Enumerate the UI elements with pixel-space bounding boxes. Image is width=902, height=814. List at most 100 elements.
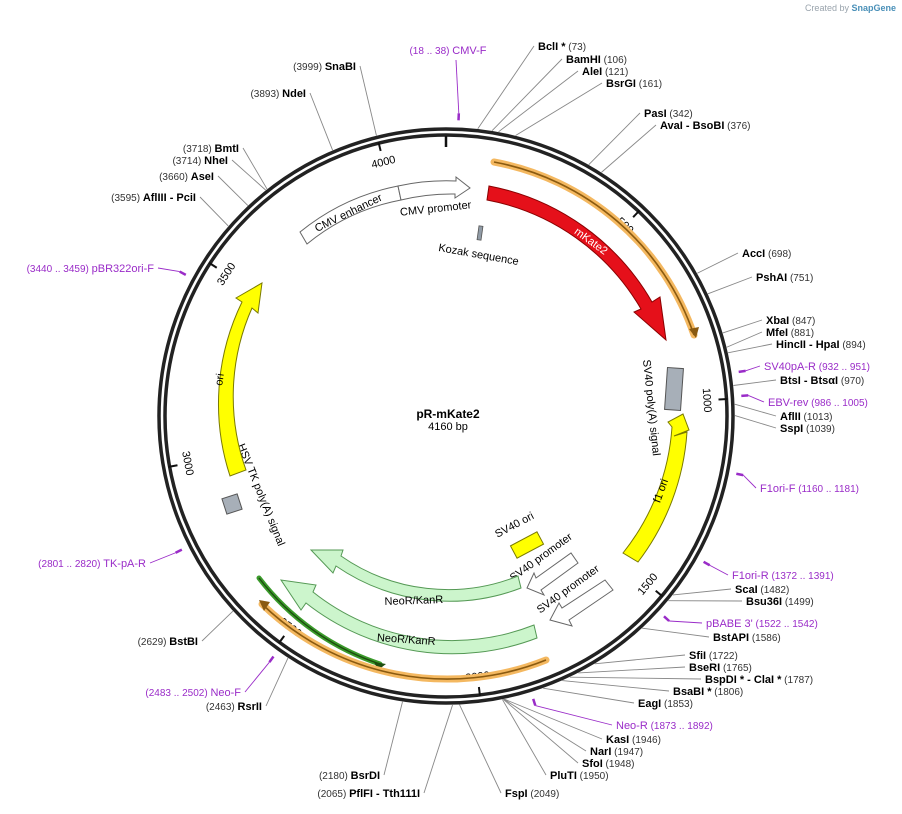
enzyme-site-label[interactable]: BspDI * - ClaI * (1787) <box>705 674 813 686</box>
enzyme-name: MfeI <box>766 327 788 339</box>
enzyme-site-label[interactable]: AleI (121) <box>582 66 628 78</box>
primer-label[interactable]: Neo-R (1873 .. 1892) <box>616 720 713 732</box>
primer-label[interactable]: (2801 .. 2820) TK-pA-R <box>38 558 146 570</box>
enzyme-position: (1039) <box>803 424 835 435</box>
enzyme-site-label[interactable]: PluTI (1950) <box>550 770 609 782</box>
enzyme-name: HincII - HpaI <box>776 339 840 351</box>
primer-label[interactable]: pBABE 3' (1522 .. 1542) <box>706 618 818 630</box>
enzyme-site-label[interactable]: XbaI (847) <box>766 315 815 327</box>
enzyme-site-label[interactable]: (2463) RsrII <box>206 701 262 713</box>
enzyme-name: AflIII - PciI <box>143 192 196 204</box>
enzyme-position: (1765) <box>720 663 752 674</box>
primer-label[interactable]: (18 .. 38) CMV-F <box>409 45 486 57</box>
enzyme-site-label[interactable]: NarI (1947) <box>590 746 643 758</box>
primer-name: EBV-rev <box>768 397 809 409</box>
primer-leader-line <box>745 365 761 372</box>
feature-sv40-promoter-1[interactable] <box>526 552 579 597</box>
feature-hsv-tk-polya[interactable] <box>221 493 243 515</box>
primer-label[interactable]: F1ori-F (1160 .. 1181) <box>760 483 859 495</box>
enzyme-site-label[interactable]: (3714) NheI <box>172 155 228 167</box>
enzyme-site-label[interactable]: BamHI (106) <box>566 54 627 66</box>
feature-sv40-polya[interactable] <box>664 366 684 412</box>
enzyme-site-label[interactable]: BseRI (1765) <box>689 662 752 674</box>
enzyme-name: NheI <box>204 155 228 167</box>
enzyme-leader-line <box>727 343 773 354</box>
enzyme-site-label[interactable]: Bsu36I (1499) <box>746 596 814 608</box>
sv40-polya-label: SV40 poly(A) signal <box>640 359 662 456</box>
feature-neor-2[interactable] <box>279 579 538 655</box>
feature-sv40-ori[interactable] <box>509 531 545 559</box>
feature-sv40-promoter-2[interactable] <box>549 579 614 627</box>
enzyme-position: (106) <box>601 55 627 66</box>
enzyme-position: (3893) <box>250 89 282 100</box>
primer-range: (932 .. 951) <box>816 362 870 373</box>
enzyme-site-label[interactable]: (2065) PflFI - Tth111I <box>317 788 420 800</box>
enzyme-position: (2180) <box>319 771 351 782</box>
enzyme-leader-line <box>265 657 289 707</box>
enzyme-site-label[interactable]: (2629) BstBI <box>138 636 198 648</box>
enzyme-site-label[interactable]: (2180) BsrDI <box>319 770 380 782</box>
enzyme-position: (2065) <box>317 789 349 800</box>
enzyme-name: PasI <box>644 108 667 120</box>
enzyme-site-label[interactable]: SfoI (1948) <box>582 758 634 770</box>
enzyme-site-label[interactable]: AccI (698) <box>742 248 791 260</box>
enzyme-site-label[interactable]: BtsI - BtsαI (970) <box>780 375 864 387</box>
enzyme-site-label[interactable]: PshAI (751) <box>756 272 813 284</box>
enzyme-position: (1950) <box>577 771 609 782</box>
primer-range: (1522 .. 1542) <box>753 619 818 630</box>
enzyme-site-label[interactable]: KasI (1946) <box>606 734 661 746</box>
enzyme-site-label[interactable]: BsaBI * (1806) <box>673 686 743 698</box>
enzyme-site-label[interactable]: (3660) AseI <box>159 171 214 183</box>
enzyme-site-label[interactable]: SfiI (1722) <box>689 650 738 662</box>
enzyme-site-label[interactable]: BsrGI (161) <box>606 78 662 90</box>
enzyme-site-label[interactable]: (3893) NdeI <box>250 88 306 100</box>
primer-label[interactable]: EBV-rev (986 .. 1005) <box>768 397 868 409</box>
primer-leader-line <box>157 267 180 272</box>
enzyme-site-label[interactable]: HincII - HpaI (894) <box>776 339 866 351</box>
primer-marker <box>175 548 183 554</box>
ori-label: ori <box>213 373 227 387</box>
tick-label: 1500 <box>636 571 661 597</box>
enzyme-name: SfiI <box>689 650 706 662</box>
feature-mkate2[interactable] <box>486 185 667 342</box>
enzyme-site-label[interactable]: (3999) SnaBI <box>293 61 356 73</box>
enzyme-site-label[interactable]: (3595) AflIII - PciI <box>111 192 196 204</box>
primer-label[interactable]: (3440 .. 3459) pBR322ori-F <box>27 263 155 275</box>
enzyme-site-label[interactable]: EagI (1853) <box>638 698 693 710</box>
enzyme-position: (1853) <box>661 699 693 710</box>
mkate2-halo-line <box>493 161 695 336</box>
enzyme-site-label[interactable]: SspI (1039) <box>780 423 835 435</box>
enzyme-site-label[interactable]: FspI (2049) <box>505 788 559 800</box>
feature-cmv-promoter[interactable] <box>397 175 471 201</box>
enzyme-site-label[interactable]: BclI * (73) <box>538 41 586 53</box>
primer-label[interactable]: (2483 .. 2502) Neo-F <box>145 687 241 699</box>
feature-ori[interactable] <box>217 282 263 477</box>
enzyme-site-label[interactable]: MfeI (881) <box>766 327 814 339</box>
primer-label[interactable]: F1ori-R (1372 .. 1391) <box>732 570 834 582</box>
primer-marker <box>702 560 711 567</box>
feature-kozak[interactable] <box>476 225 484 241</box>
tick-mark <box>377 141 382 152</box>
enzyme-leader-line <box>734 403 777 417</box>
enzyme-name: BmtI <box>215 143 239 155</box>
enzyme-name: BseRI <box>689 662 720 674</box>
enzyme-name: BamHI <box>566 54 601 66</box>
neor-label-2: NeoR/KanR <box>377 632 436 648</box>
neo-halo-orange-line <box>261 603 547 680</box>
feature-neor-1[interactable] <box>309 549 522 602</box>
enzyme-site-label[interactable]: ScaI (1482) <box>735 584 789 596</box>
enzyme-position: (881) <box>788 328 814 339</box>
feature-f1-ori[interactable] <box>622 413 690 563</box>
primer-leader-line <box>742 474 757 489</box>
enzyme-name: BsrDI <box>351 770 380 782</box>
enzyme-site-label[interactable]: (3718) BmtI <box>183 143 239 155</box>
enzyme-position: (2463) <box>206 702 238 713</box>
enzyme-site-label[interactable]: BstAPI (1586) <box>713 632 781 644</box>
primer-label[interactable]: SV40pA-R (932 .. 951) <box>764 361 870 373</box>
enzyme-site-label[interactable]: AflII (1013) <box>780 411 832 423</box>
enzyme-leader-line <box>383 701 403 776</box>
primer-marker <box>532 698 537 706</box>
enzyme-site-label[interactable]: AvaI - BsoBI (376) <box>660 120 751 132</box>
enzyme-name: KasI <box>606 734 629 746</box>
enzyme-site-label[interactable]: PasI (342) <box>644 108 693 120</box>
